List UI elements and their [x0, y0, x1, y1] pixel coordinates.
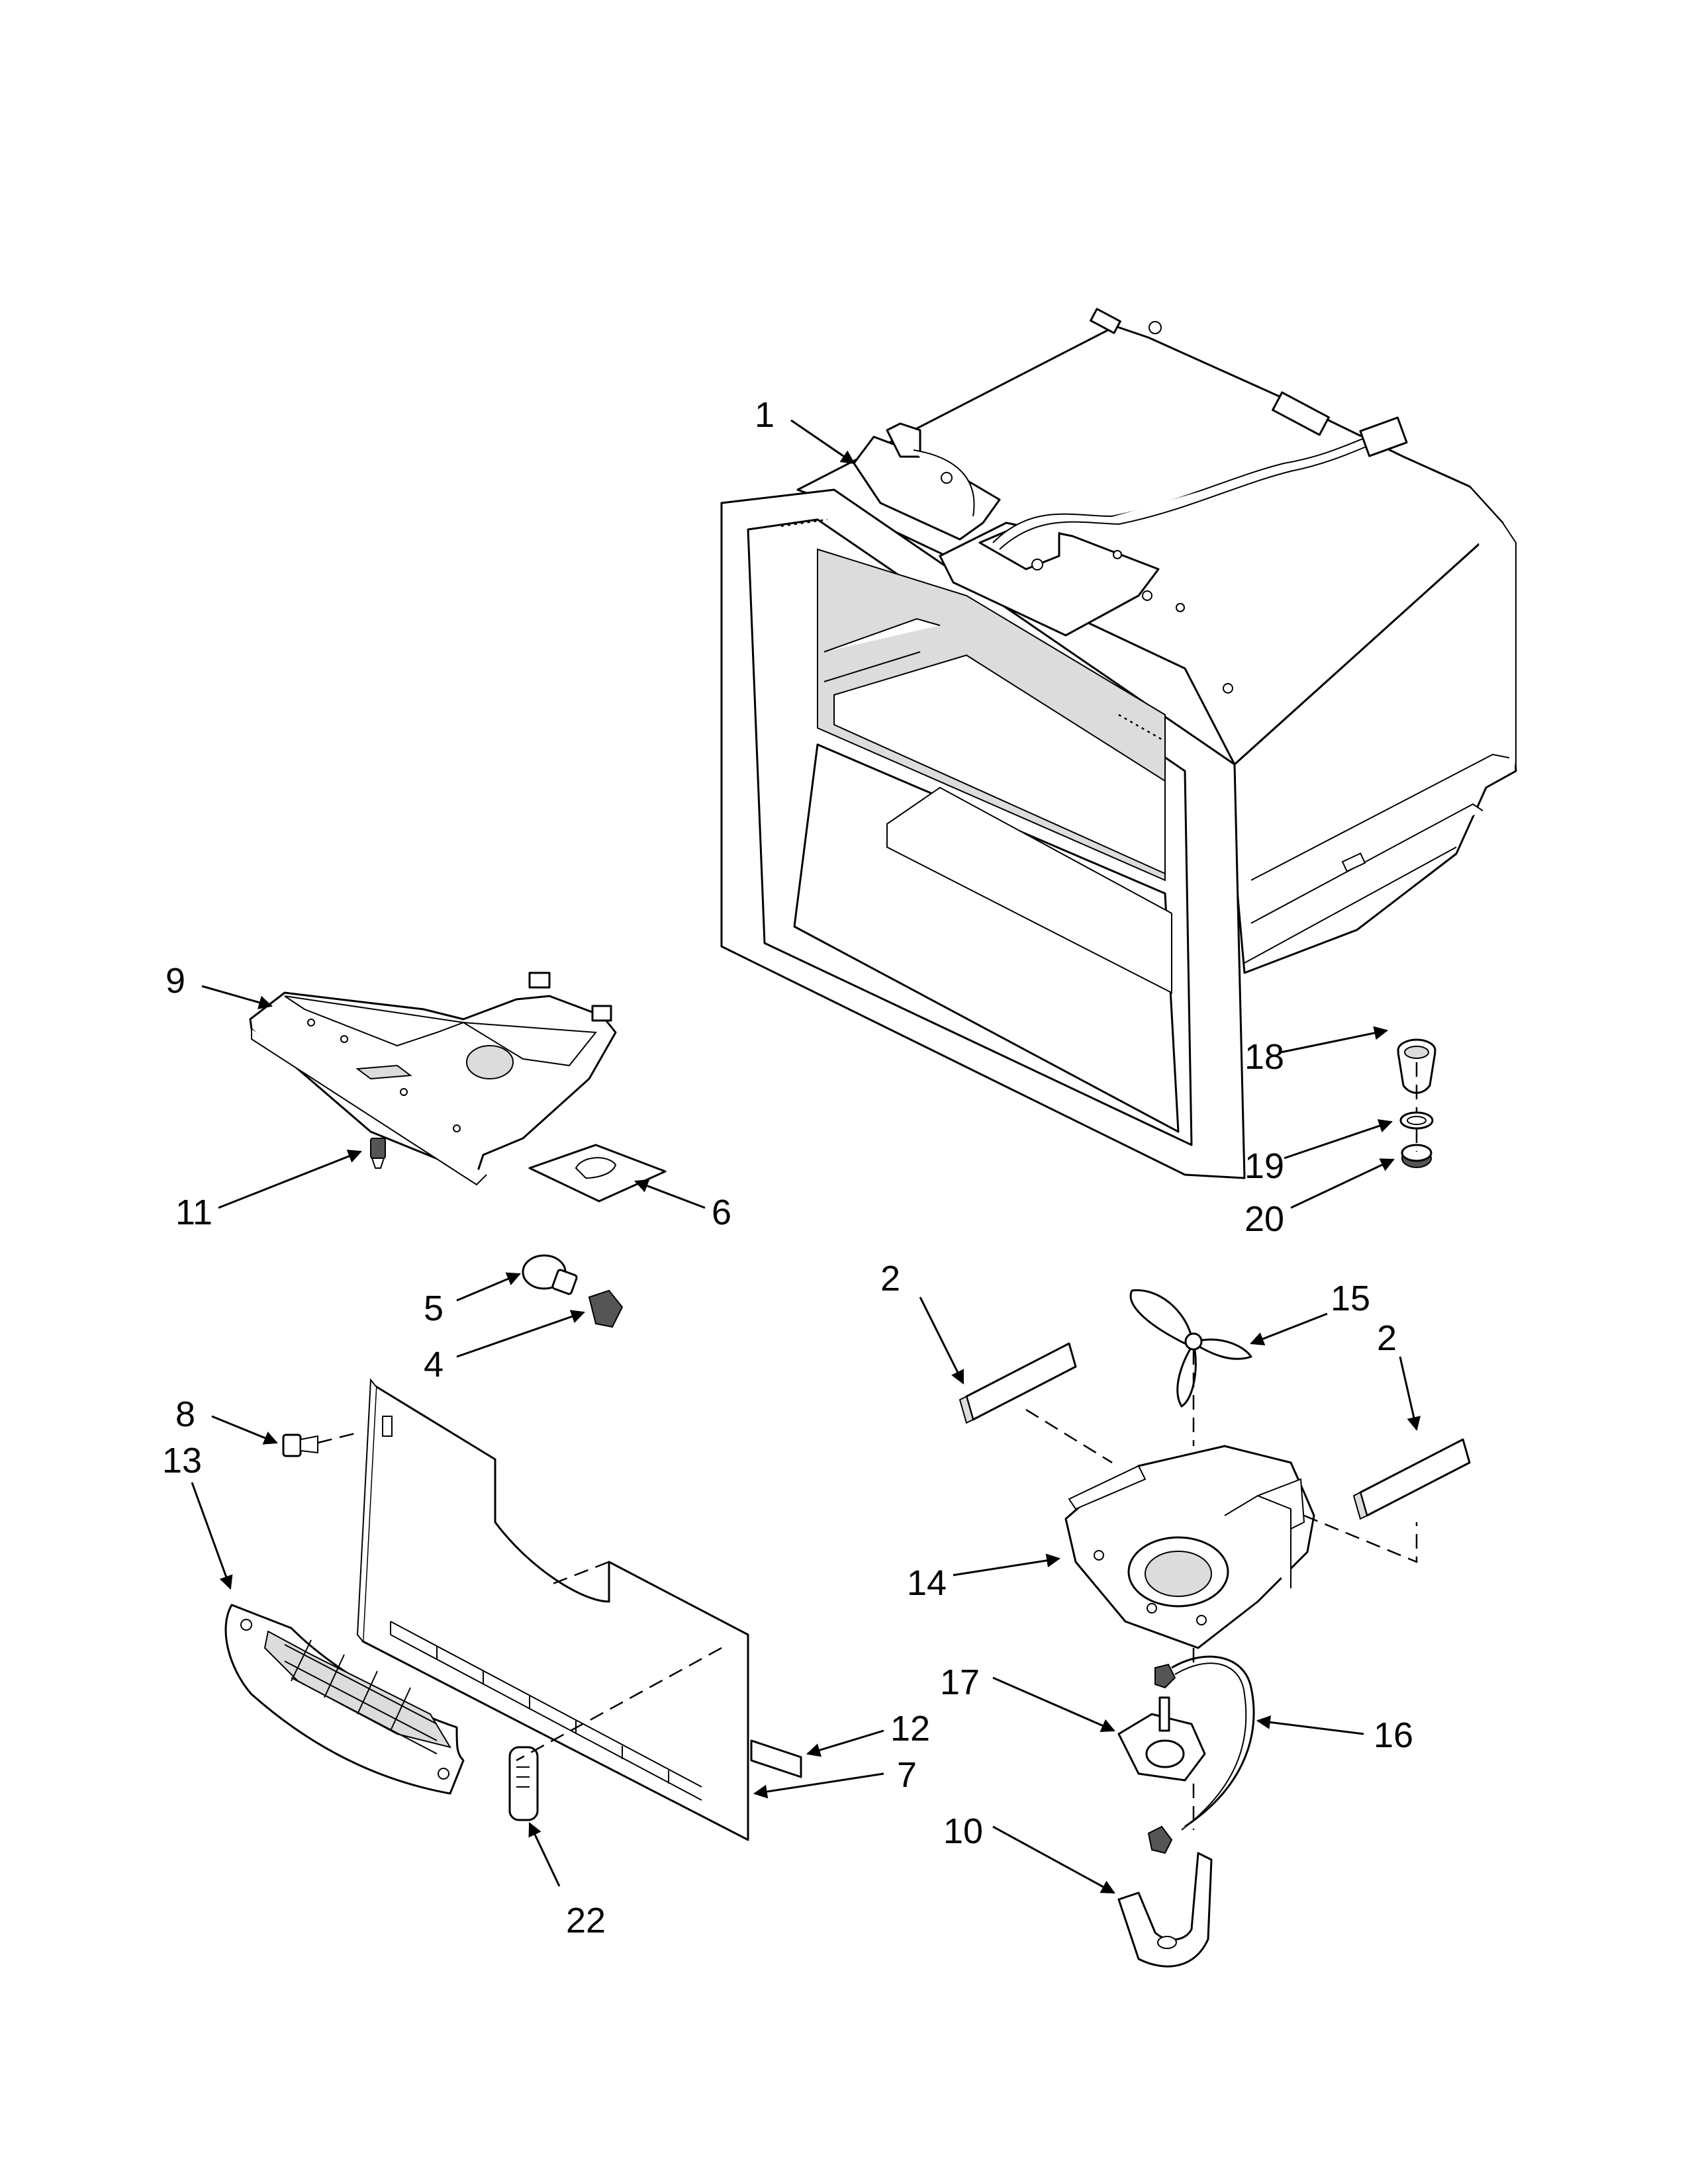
callout-22: 22 [566, 1901, 606, 1940]
air-duct-cover [249, 972, 617, 1186]
screw [282, 1433, 318, 1457]
callout-12: 12 [890, 1709, 930, 1749]
callout-17: 17 [940, 1662, 980, 1702]
callout-19: 19 [1244, 1146, 1284, 1186]
freezer-liner [720, 308, 1517, 1179]
bulb-socket [588, 1289, 624, 1328]
fan-motor [1117, 1663, 1206, 1782]
light-bulb [522, 1254, 578, 1295]
clip-part [370, 1138, 386, 1169]
callout-6: 6 [712, 1193, 731, 1232]
callout-1: 1 [755, 395, 774, 435]
sensor [508, 1746, 539, 1821]
callout-7: 7 [897, 1755, 917, 1795]
callout-16: 16 [1374, 1715, 1413, 1755]
callout-15: 15 [1331, 1279, 1370, 1318]
wire-harness [1147, 1655, 1255, 1854]
callout-10: 10 [943, 1811, 983, 1851]
fan-shroud [1064, 1445, 1315, 1649]
callout-20: 20 [1244, 1199, 1284, 1239]
callout-9: 9 [165, 961, 185, 1001]
foam-pad-right [1352, 1438, 1471, 1520]
callout-2-right: 2 [1377, 1318, 1397, 1358]
callout-13: 13 [162, 1441, 202, 1480]
o-ring [1399, 1111, 1434, 1130]
motor-bracket [1117, 1852, 1213, 1968]
foam-sheet [528, 1144, 667, 1203]
callout-4: 4 [424, 1345, 444, 1385]
foam-strip [750, 1739, 802, 1778]
callout-18: 18 [1244, 1037, 1284, 1077]
callout-labels: 1 2 2 15 9 11 6 5 4 8 13 14 17 16 12 7 1… [162, 395, 1413, 1940]
callout-8: 8 [175, 1394, 195, 1434]
callout-2-left: 2 [880, 1259, 900, 1298]
assembly-lines [317, 1062, 1418, 1830]
callout-5: 5 [424, 1289, 444, 1328]
callout-14: 14 [907, 1563, 947, 1603]
foam-pad-left [959, 1342, 1077, 1424]
callout-11: 11 [175, 1193, 212, 1232]
fan-blade [1129, 1289, 1252, 1408]
roller-wheel [1401, 1144, 1432, 1168]
vent-grille [224, 1604, 465, 1795]
leader-arrows [191, 419, 1421, 1894]
